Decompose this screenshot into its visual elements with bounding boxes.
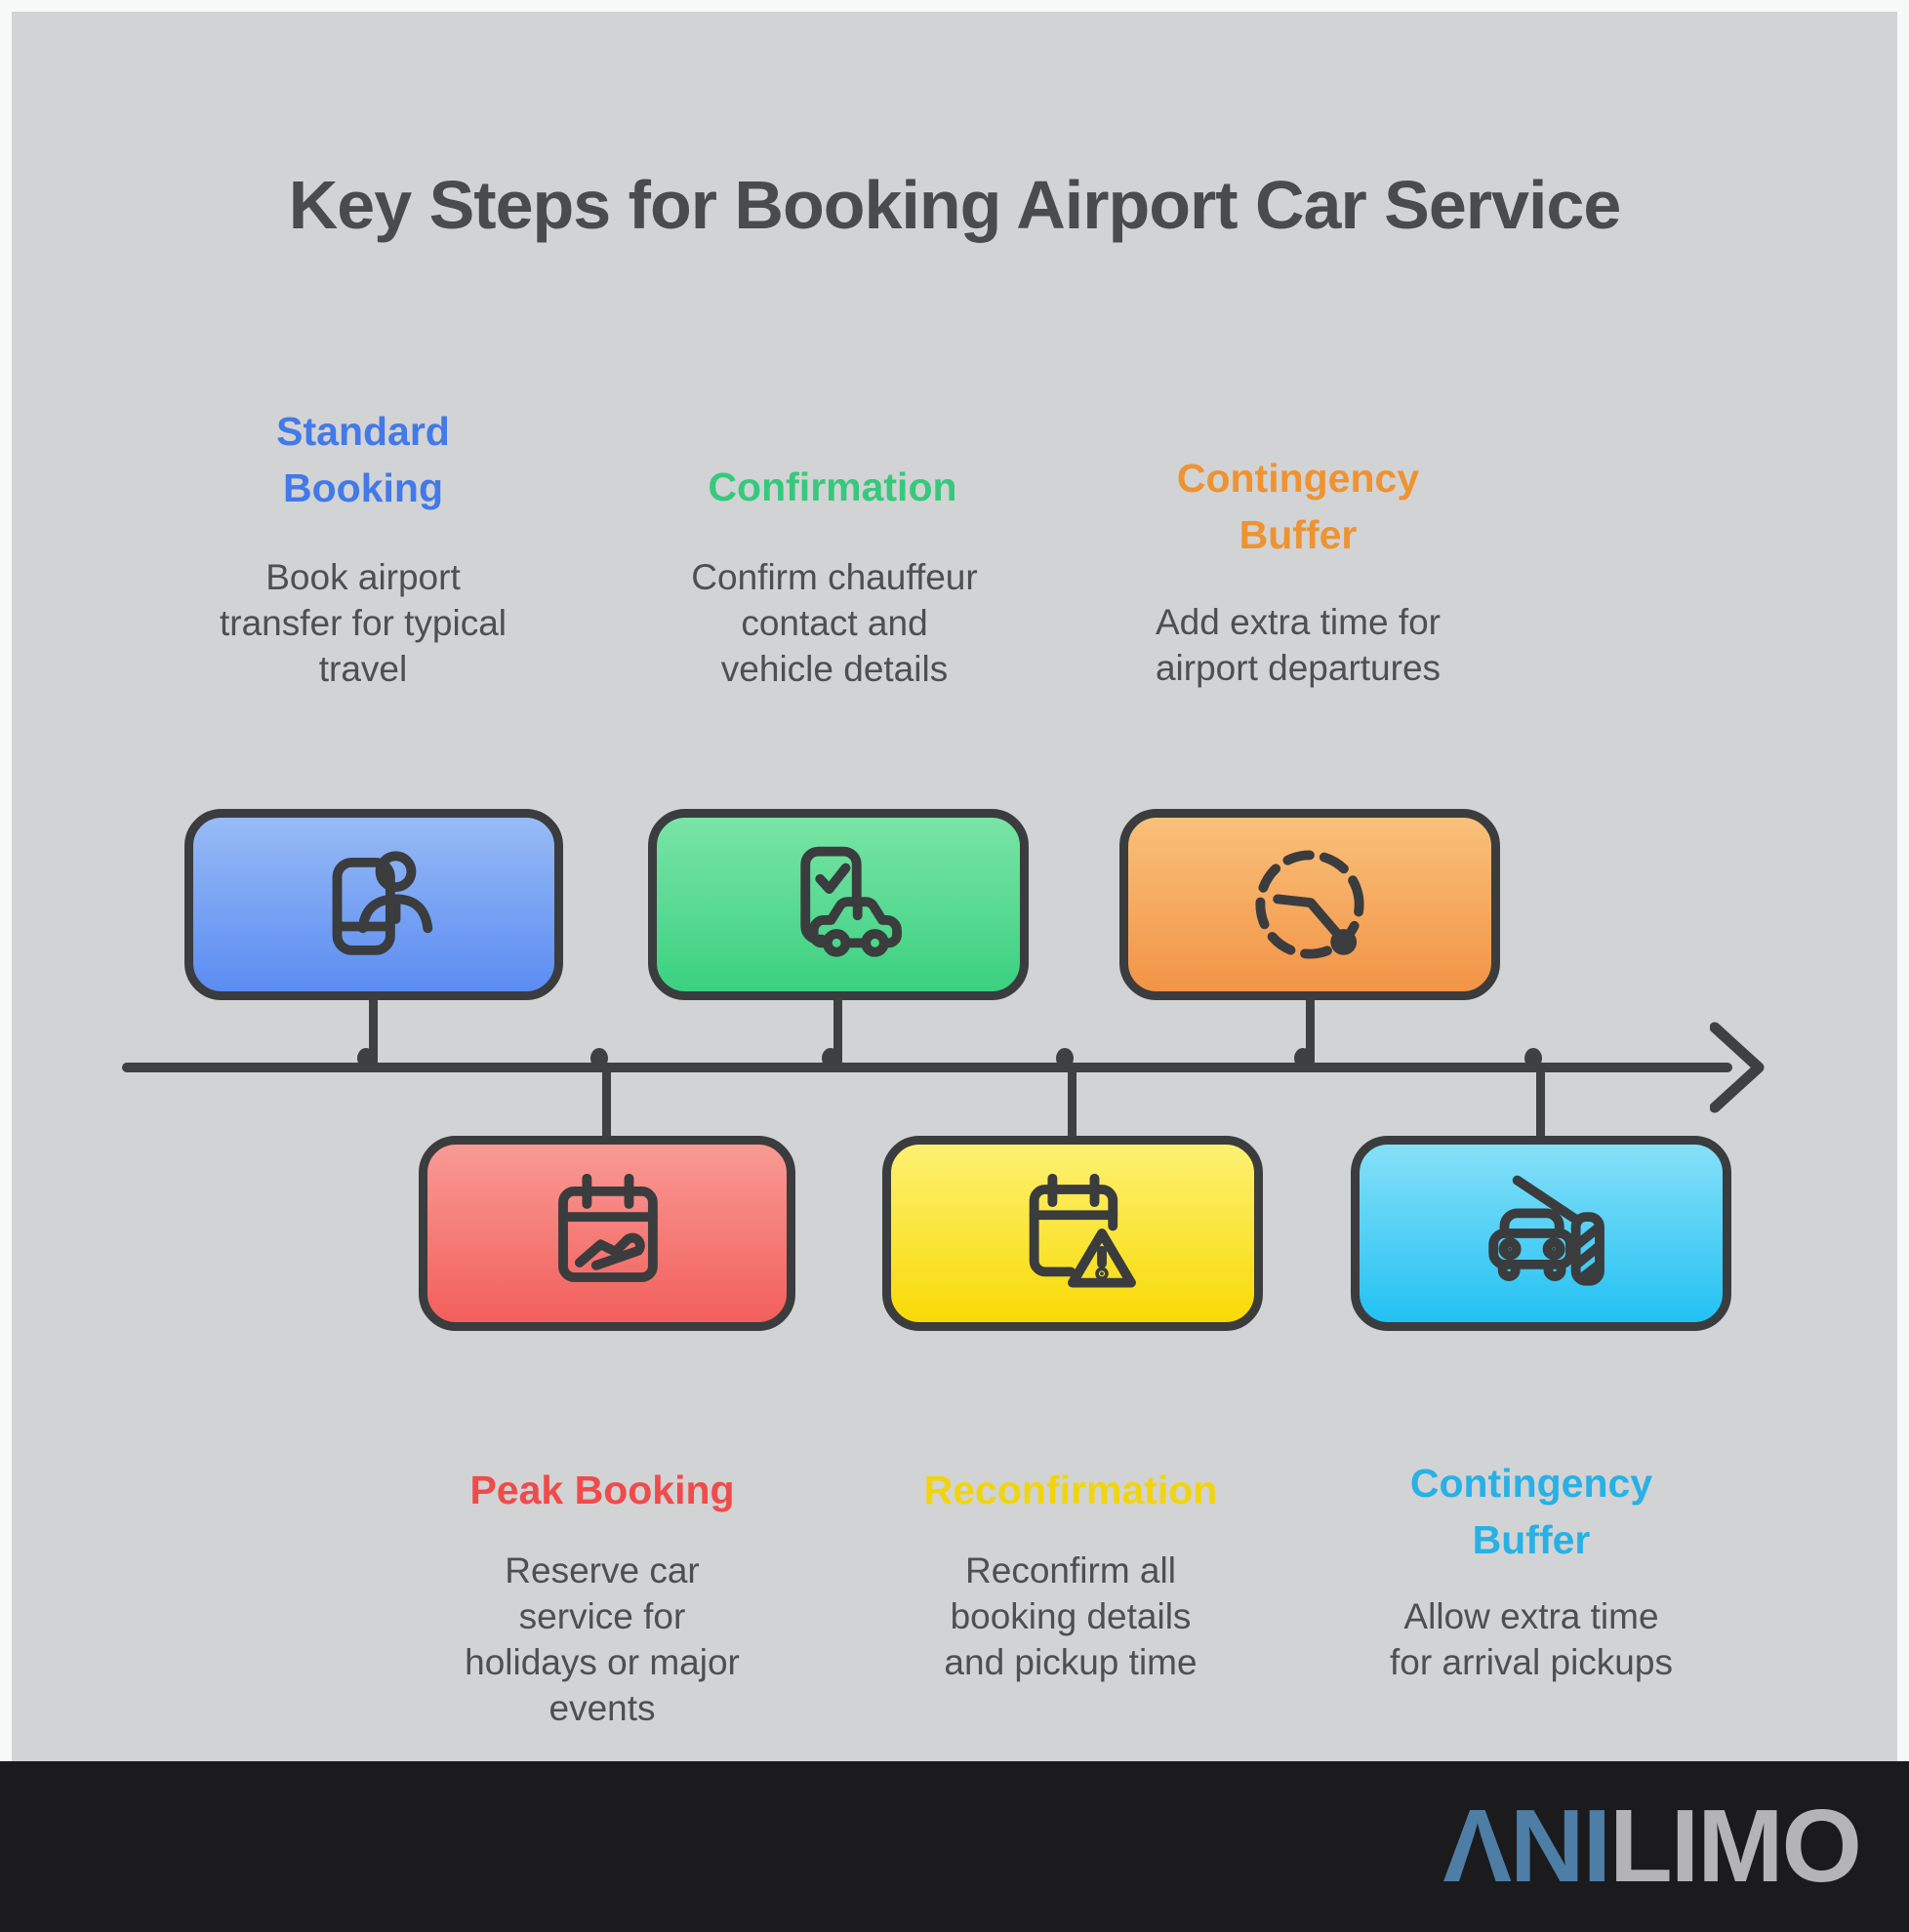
step-box-confirmation — [648, 809, 1029, 1000]
logo-ani: ΛNI — [1442, 1789, 1611, 1904]
step-label-contingency-buffer-bottom: Contingency Buffer — [1409, 1461, 1653, 1562]
connector-contingency-top — [1306, 995, 1315, 1069]
step-label-peak-booking: Peak Booking — [469, 1468, 735, 1512]
clock-buffer-icon — [1237, 831, 1383, 978]
step-label-contingency-buffer-top: Contingency Buffer — [1176, 456, 1420, 557]
connector-reconfirmation — [1068, 1066, 1076, 1138]
step-label-reconfirmation: Reconfirmation — [923, 1468, 1218, 1512]
step-description-confirmation: Confirm chauffeur contact and vehicle de… — [691, 557, 978, 689]
step-description-peak-booking: Reserve car service for holidays or majo… — [465, 1550, 740, 1728]
step-box-contingency-buffer-bottom — [1351, 1136, 1731, 1331]
calendar-plane-icon — [534, 1160, 680, 1307]
step-description-contingency-buffer-bottom: Allow extra time for arrival pickups — [1390, 1596, 1673, 1682]
phone-check-car-icon — [765, 831, 912, 978]
timeline-node — [590, 1048, 608, 1068]
logo-limo: LIMO — [1609, 1789, 1862, 1904]
step-box-contingency-buffer-top — [1119, 809, 1500, 1000]
connector-standard-booking — [369, 995, 378, 1069]
page-title: Key Steps for Booking Airport Car Servic… — [288, 167, 1622, 243]
step-box-reconfirmation — [882, 1136, 1263, 1331]
timeline-node — [357, 1048, 375, 1068]
phone-user-icon — [301, 831, 447, 978]
connector-confirmation — [833, 995, 842, 1069]
timeline-line — [122, 1063, 1732, 1072]
timeline-node — [1056, 1048, 1074, 1068]
connector-contingency-bottom — [1536, 1066, 1545, 1138]
step-label-confirmation: Confirmation — [708, 464, 957, 509]
calendar-warning-icon — [999, 1160, 1146, 1307]
timeline-node — [1294, 1048, 1312, 1068]
step-description-reconfirmation: Reconfirm all booking details and pickup… — [944, 1550, 1198, 1682]
timeline-node — [822, 1048, 839, 1068]
step-description-standard-booking: Book airport transfer for typical travel — [219, 557, 508, 689]
connector-peak-booking — [602, 1066, 611, 1138]
step-description-contingency-buffer-top: Add extra time for airport departures — [1155, 602, 1442, 688]
brand-logo: ΛNILIMO — [1442, 1788, 1862, 1906]
step-box-standard-booking — [184, 809, 563, 1000]
timeline-node — [1524, 1048, 1542, 1068]
timeline-arrow-icon — [1710, 1022, 1765, 1113]
main-panel: Key Steps for Booking Airport Car Servic… — [12, 12, 1897, 1761]
car-barrier-icon — [1468, 1160, 1614, 1307]
step-label-standard-booking: Standard Booking — [276, 409, 450, 510]
footer-bar: ΛNILIMO — [0, 1761, 1909, 1932]
step-box-peak-booking — [419, 1136, 795, 1331]
